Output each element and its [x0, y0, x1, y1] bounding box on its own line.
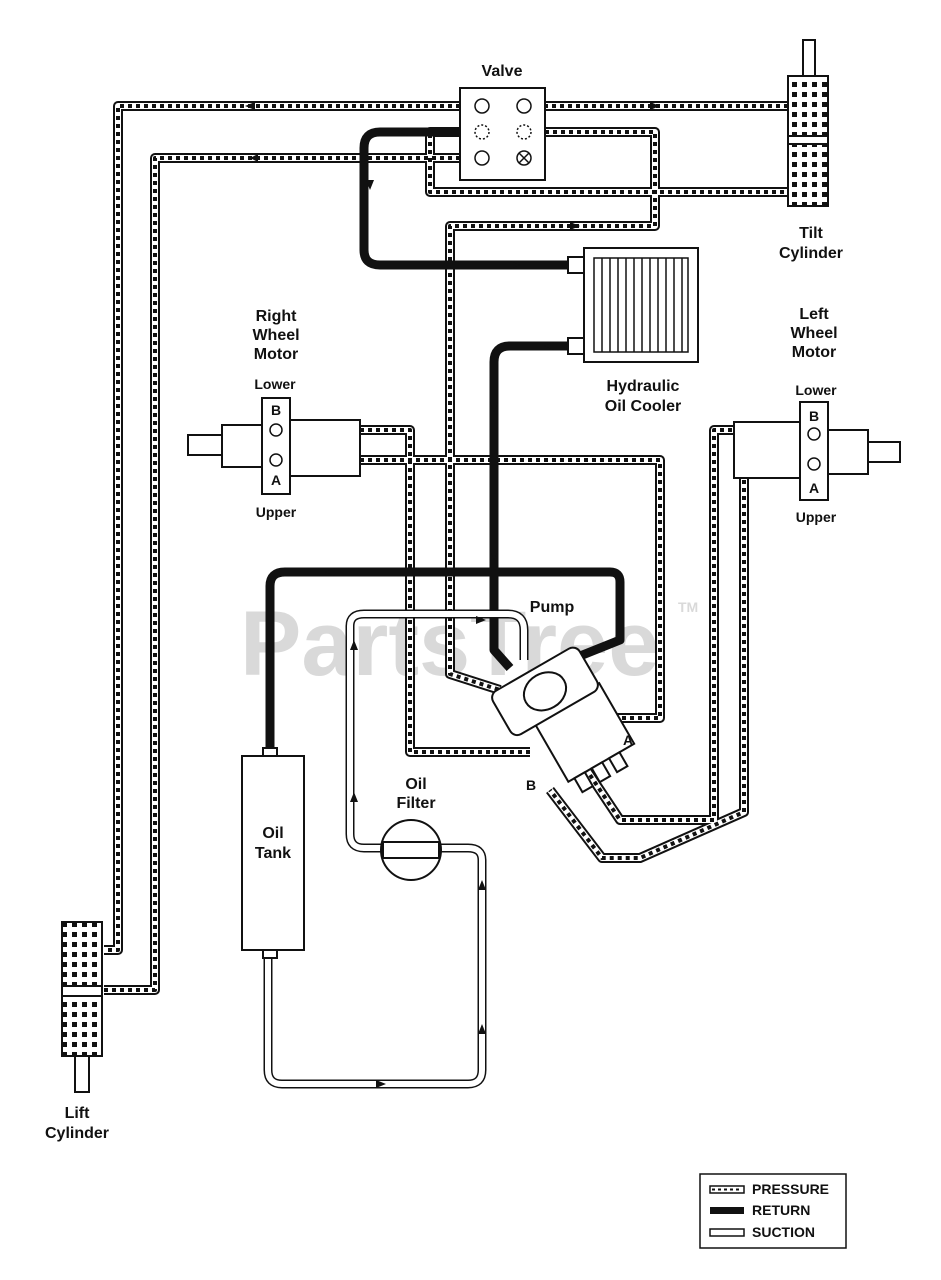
- right-upper-label: Upper: [256, 504, 297, 520]
- legend-return-label: RETURN: [752, 1202, 810, 1218]
- pump-b-label: B: [526, 777, 536, 793]
- flow-arrows: [245, 102, 660, 1088]
- lift-cylinder-label-1: Lift: [65, 1105, 91, 1122]
- left-upper-label: Upper: [796, 509, 837, 525]
- hydraulic-oil-cooler: [567, 247, 699, 363]
- pump-a-label: A: [623, 732, 633, 748]
- pump-label: Pump: [530, 599, 575, 616]
- oil-filter-label-2: Filter: [396, 795, 435, 812]
- left-wheel-motor-label-3: Motor: [792, 344, 836, 361]
- right-lower-label: Lower: [254, 376, 296, 392]
- watermark-tm: TM: [678, 599, 698, 615]
- right-wheel-motor: [187, 397, 361, 495]
- valve-label: Valve: [482, 63, 523, 80]
- pressure-lines: [104, 101, 812, 995]
- left-b-label: B: [809, 408, 819, 424]
- left-a-label: A: [809, 480, 819, 496]
- right-b-label: B: [271, 402, 281, 418]
- legend-suction-swatch: [709, 1228, 745, 1237]
- oil-cooler-label-1: Hydraulic: [607, 378, 680, 395]
- legend-return-swatch: [710, 1207, 744, 1214]
- oil-tank-label-1: Oil: [262, 825, 283, 842]
- suction-lines: [263, 609, 529, 1089]
- oil-filter: [380, 819, 442, 881]
- valve-body: [459, 87, 546, 181]
- right-wheel-motor-label-1: Right: [256, 308, 298, 325]
- left-wheel-motor: [733, 401, 901, 501]
- right-a-label: A: [271, 472, 281, 488]
- lift-cylinder-label-2: Cylinder: [45, 1125, 109, 1142]
- pump-body: [491, 646, 636, 794]
- return-lines: [265, 127, 625, 752]
- component-labels: Valve Tilt Cylinder Right Wheel Motor Le…: [45, 63, 843, 1142]
- oil-tank: [241, 747, 305, 959]
- oil-filter-label-1: Oil: [405, 776, 426, 793]
- port-labels: Lower Upper B A Lower Upper B A A B: [254, 376, 837, 793]
- legend: PRESSURE RETURN SUCTION: [699, 1173, 847, 1249]
- left-wheel-motor-label-1: Left: [799, 306, 829, 323]
- tilt-cylinder: [787, 39, 829, 207]
- right-wheel-motor-label-3: Motor: [254, 346, 298, 363]
- left-lower-label: Lower: [795, 382, 837, 398]
- legend-suction-label: SUCTION: [752, 1224, 815, 1240]
- left-wheel-motor-label-2: Wheel: [790, 325, 837, 342]
- tilt-cylinder-label-2: Cylinder: [779, 245, 843, 262]
- oil-cooler-label-2: Oil Cooler: [605, 398, 681, 415]
- lift-cylinder: [61, 921, 103, 1093]
- right-wheel-motor-label-2: Wheel: [252, 327, 299, 344]
- legend-pressure-swatch: [709, 1185, 745, 1194]
- oil-tank-label-2: Tank: [255, 845, 291, 862]
- legend-pressure-label: PRESSURE: [752, 1181, 829, 1197]
- tilt-cylinder-label-1: Tilt: [799, 225, 823, 242]
